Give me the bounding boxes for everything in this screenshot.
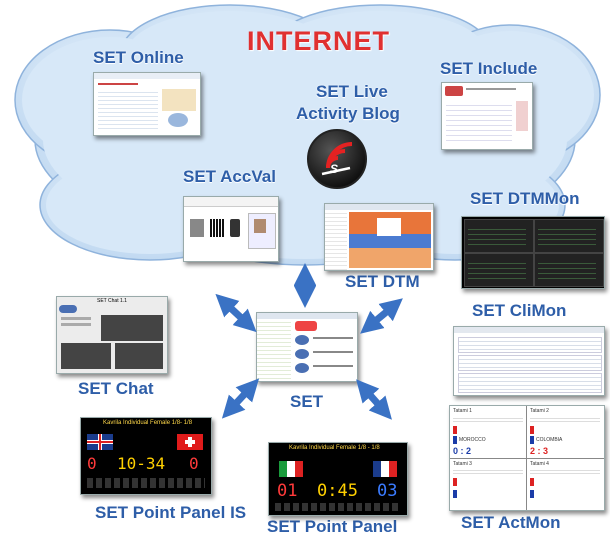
arrow-set-to-climon	[360, 298, 403, 334]
set-live-logo-icon: S	[307, 129, 367, 189]
set-include-screenshot	[441, 82, 533, 150]
actmon-country-b: COLOMBIA	[536, 437, 563, 443]
actmon-tatami-3: Tatami 3	[453, 461, 472, 467]
label-set-include: SET Include	[440, 59, 538, 78]
label-set-dtmmon: SET DTMMon	[470, 189, 580, 208]
point-panel-is-score-left: 0	[87, 454, 97, 473]
svg-text:S: S	[330, 162, 338, 176]
set-actmon-screenshot: Tatami 1 Tatami 2 Tatami 3 Tatami 4 MORO…	[449, 405, 605, 511]
label-set-live: SET Live	[316, 82, 388, 101]
label-set: SET	[290, 392, 324, 411]
label-set-accval: SET AccVal	[183, 167, 276, 186]
set-dtm-screenshot	[324, 203, 434, 271]
point-panel-is-score-right: 0	[189, 454, 199, 473]
actmon-score-1: 0 : 2	[453, 446, 472, 456]
set-accval-screenshot	[183, 196, 279, 262]
arrow-set-to-point-panel-is	[221, 378, 260, 419]
label-set-point-panel-is: SET Point Panel IS	[95, 503, 247, 522]
actmon-tatami-2: Tatami 2	[530, 408, 549, 414]
label-set-dtm: SET DTM	[345, 272, 420, 291]
actmon-tatami-1: Tatami 1	[453, 408, 472, 414]
set-chat-screenshot: SET Chat 1.1	[56, 296, 168, 374]
arrow-set-to-chat	[215, 293, 257, 333]
set-point-panel-screenshot: Kavrila Individual Female 1/8 - 1/8 01 0…	[268, 442, 408, 516]
point-panel-score-left: 01	[277, 481, 298, 501]
set-online-screenshot	[93, 72, 201, 136]
point-panel-header: Kavrila Individual Female 1/8 - 1/8	[289, 445, 380, 451]
set-main-screenshot	[256, 312, 358, 382]
label-set-online: SET Online	[93, 48, 184, 67]
label-set-chat: SET Chat	[78, 379, 154, 398]
set-dtmmon-screenshot	[461, 216, 605, 289]
point-panel-is-clock: 10-34	[117, 454, 166, 473]
actmon-tatami-4: Tatami 4	[530, 461, 549, 467]
arrow-set-to-actmon	[356, 379, 392, 420]
label-set-climon: SET CliMon	[472, 301, 567, 320]
chat-window-title: SET Chat 1.1	[97, 298, 127, 304]
label-set-point-panel: SET Point Panel	[267, 517, 398, 536]
set-point-panel-is-screenshot: Kavrila Individual Female 1/8- 1/8 0 10-…	[80, 417, 212, 495]
internet-title: INTERNET	[247, 26, 390, 56]
label-activity-blog: Activity Blog	[296, 104, 400, 123]
actmon-score-2: 2 : 3	[530, 446, 549, 456]
actmon-country-a: MOROCCO	[459, 437, 486, 443]
point-panel-is-header: Kavrila Individual Female 1/8- 1/8	[103, 420, 193, 426]
set-climon-screenshot	[453, 326, 605, 396]
point-panel-clock: 0:45	[317, 481, 358, 501]
label-set-actmon: SET ActMon	[461, 513, 561, 532]
point-panel-score-right: 03	[377, 481, 398, 501]
